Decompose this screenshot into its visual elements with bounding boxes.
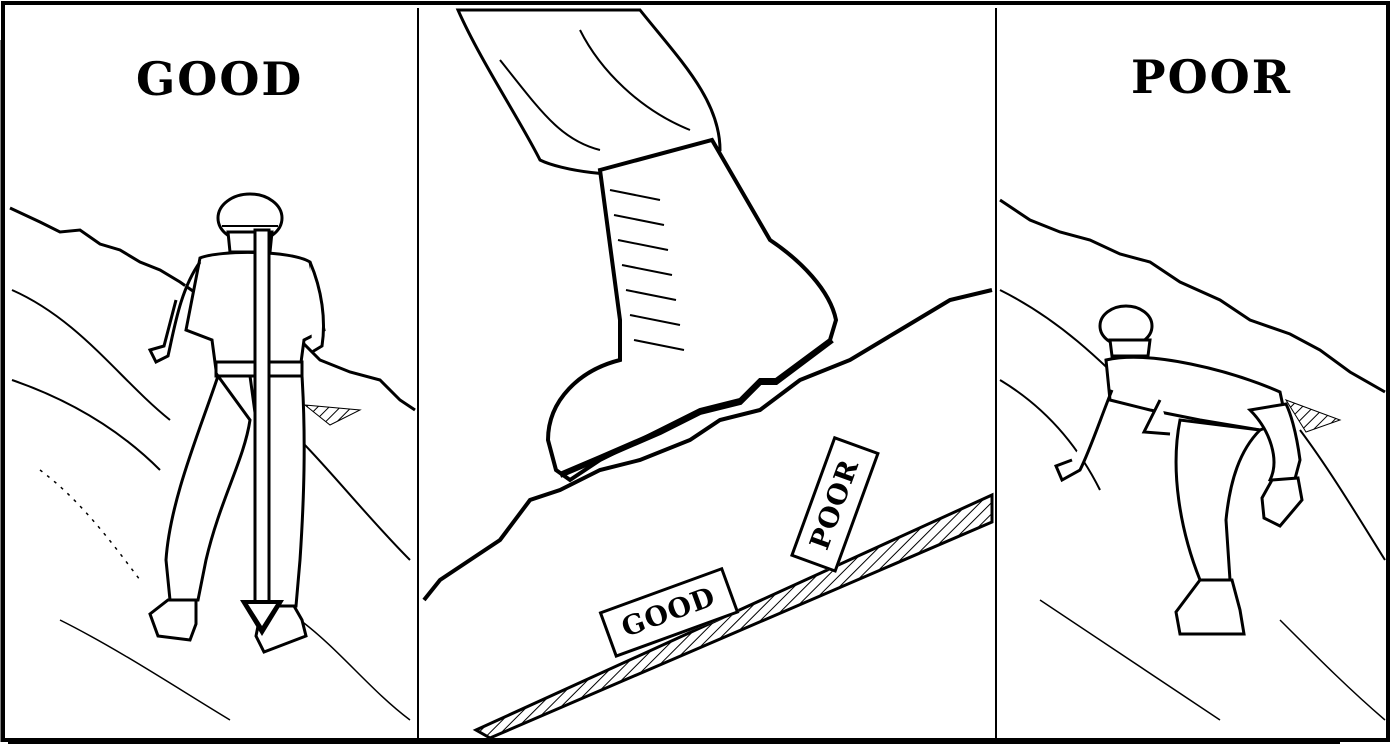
right-contour-3 xyxy=(1300,430,1385,560)
left-contour-1 xyxy=(12,290,170,420)
climber-left-leg xyxy=(166,376,250,600)
good-heading: GOOD xyxy=(136,52,303,106)
left-contour-6 xyxy=(300,620,410,720)
poor-heading: POOR xyxy=(1131,50,1292,104)
left-contour-5 xyxy=(60,620,230,720)
base-slope-bar xyxy=(476,495,992,738)
left-contour-4 xyxy=(40,470,140,580)
climber-left-boot xyxy=(150,600,196,640)
leaning-climber-boot-2 xyxy=(1262,478,1302,526)
climbing-boot xyxy=(548,140,836,480)
left-panel-scene xyxy=(10,194,415,720)
right-contour-5 xyxy=(1280,620,1385,720)
upright-climber xyxy=(150,194,324,652)
left-rock-hatch xyxy=(305,405,360,425)
right-contour-2 xyxy=(1000,380,1100,490)
left-contour-2 xyxy=(12,380,160,470)
right-panel-scene xyxy=(1000,200,1385,720)
leaning-climber-leg-1 xyxy=(1176,420,1260,580)
left-contour-3 xyxy=(300,440,410,560)
climber-right-arm xyxy=(310,262,324,352)
center-panel-scene xyxy=(424,10,992,738)
leaning-climber-boot-1 xyxy=(1176,580,1244,634)
